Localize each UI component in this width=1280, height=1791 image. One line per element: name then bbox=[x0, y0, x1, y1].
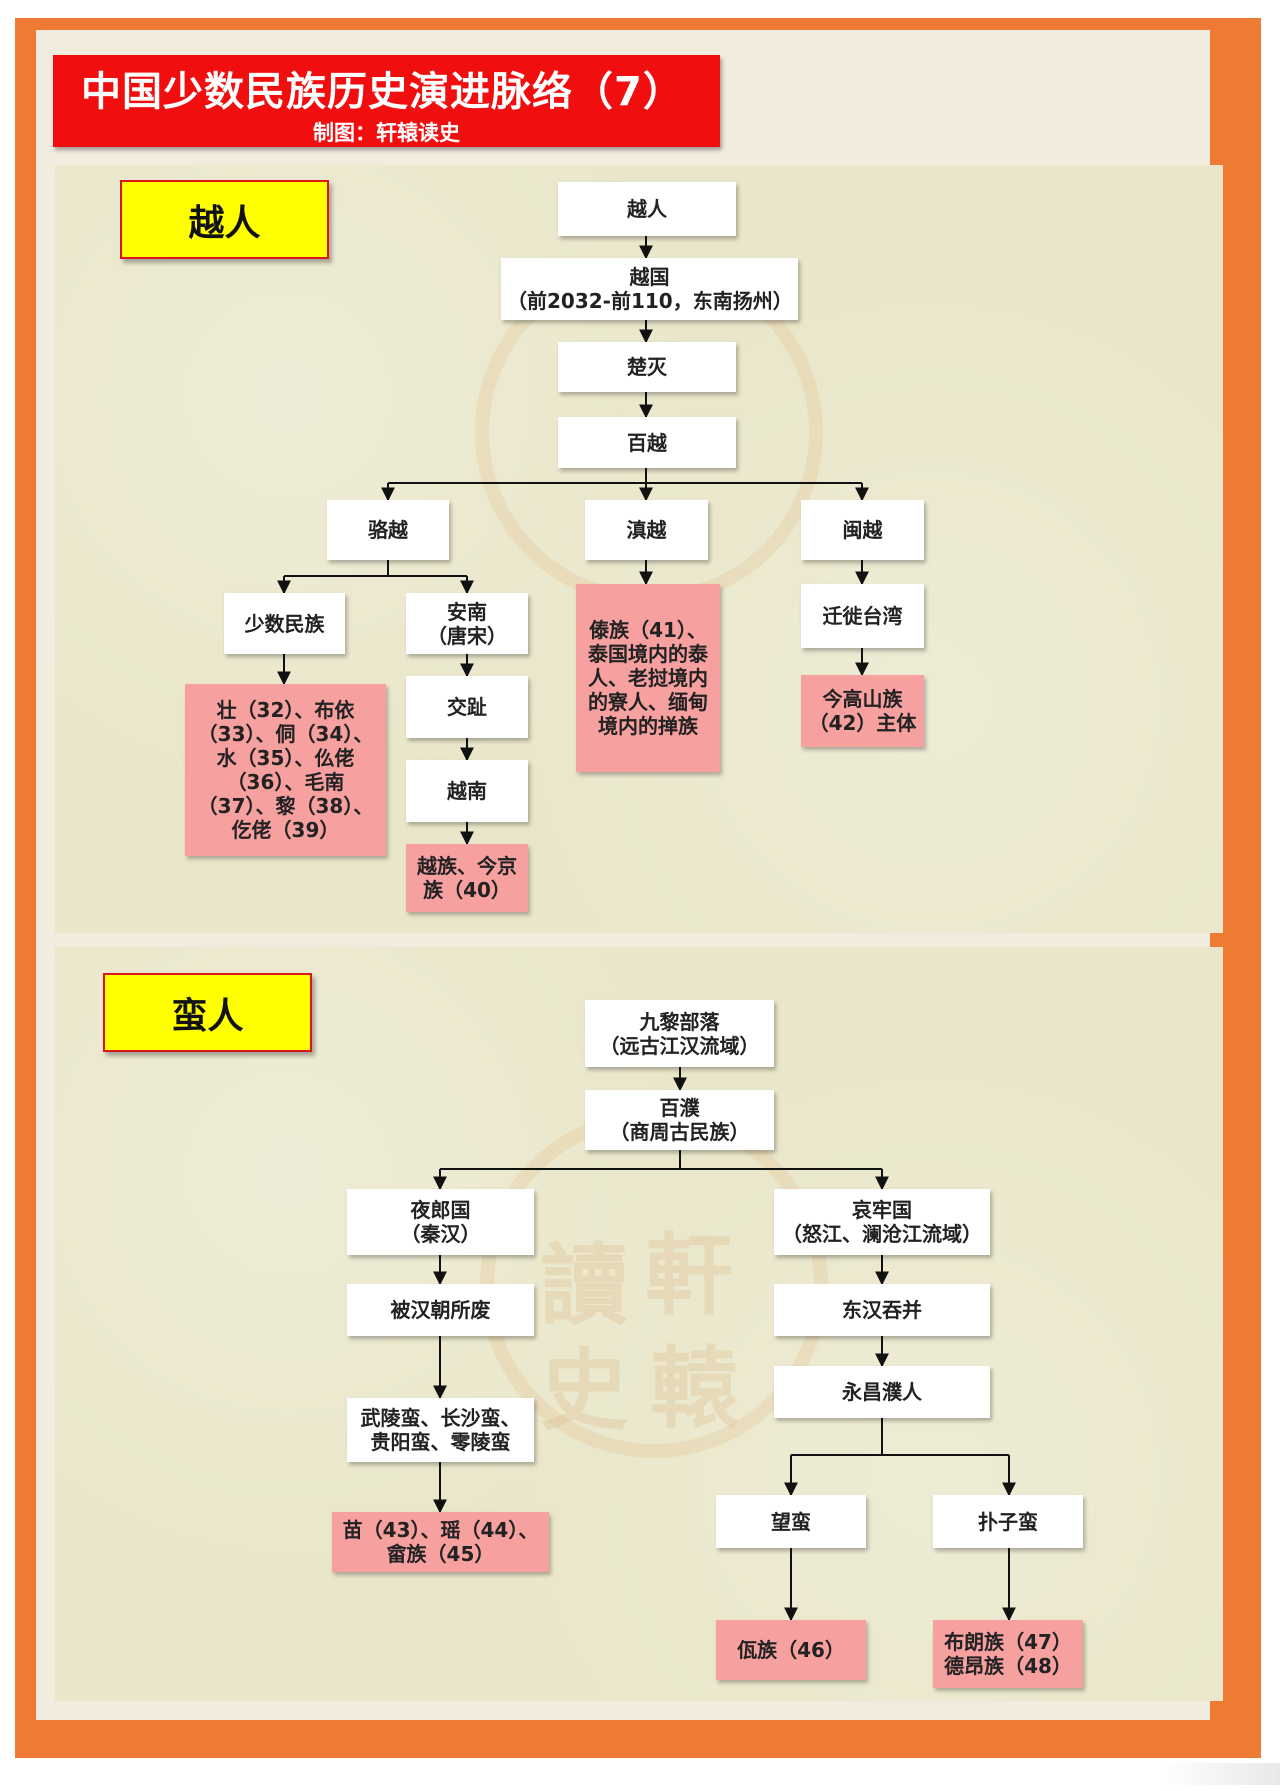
node-wangman: 望蛮 bbox=[716, 1495, 866, 1548]
node-minyue: 闽越 bbox=[801, 500, 924, 560]
man-section-panel bbox=[55, 947, 1223, 1701]
section-label-yue: 越人 bbox=[120, 180, 329, 259]
watermark-char: 讀 bbox=[540, 1233, 629, 1337]
node-baipu: 百濮 （商周古民族） bbox=[585, 1090, 774, 1150]
node-chu-conquest: 楚灭 bbox=[558, 342, 736, 392]
node-minority: 少数民族 bbox=[224, 593, 345, 654]
node-yue-people: 越人 bbox=[558, 182, 736, 236]
corner-fade bbox=[1160, 1763, 1280, 1785]
node-dianyue: 滇越 bbox=[585, 500, 708, 560]
node-abolished: 被汉朝所废 bbox=[347, 1284, 534, 1336]
watermark-char: 轅 bbox=[650, 1336, 739, 1440]
node-baiyue: 百越 bbox=[558, 417, 736, 468]
leaf-miao-group: 苗（43）、瑶（44）、 畲族（45） bbox=[332, 1512, 549, 1572]
node-annexed: 东汉吞并 bbox=[774, 1284, 990, 1336]
section-label-man: 蛮人 bbox=[103, 973, 312, 1052]
node-yue-kingdom: 越国 （前2032-前110，东南扬州） bbox=[501, 258, 798, 320]
node-migrate-taiwan: 迁徙台湾 bbox=[801, 584, 924, 648]
node-annan: 安南 （唐宋） bbox=[406, 593, 528, 654]
page-credit: 制图：轩辕读史 bbox=[313, 121, 460, 145]
node-luoyue: 骆越 bbox=[327, 500, 449, 560]
watermark-char: 軒 bbox=[645, 1223, 734, 1327]
page-title: 中国少数民族历史演进脉络（7） bbox=[81, 69, 684, 115]
leaf-bulang-deang: 布朗族（47） 德昂族（48） bbox=[933, 1620, 1083, 1688]
title-banner: 中国少数民族历史演进脉络（7） 制图：轩辕读史 bbox=[53, 55, 720, 147]
node-wuling-group: 武陵蛮、长沙蛮、 贵阳蛮、零陵蛮 bbox=[347, 1398, 534, 1462]
leaf-wa: 佤族（46） bbox=[716, 1620, 866, 1680]
leaf-gaoshan: 今高山族 （42）主体 bbox=[801, 675, 924, 747]
leaf-zhuang-group: 壮（32）、布依 （33）、侗（34）、 水（35）、仫佬 （36）、毛南 （3… bbox=[185, 684, 386, 856]
watermark-char: 史 bbox=[540, 1338, 629, 1442]
node-vietnam: 越南 bbox=[406, 760, 528, 822]
node-yelang: 夜郎国 （秦汉） bbox=[347, 1189, 534, 1255]
node-jiaozhi: 交趾 bbox=[406, 676, 528, 738]
node-jiuli: 九黎部落 （远古江汉流域） bbox=[585, 1000, 774, 1067]
leaf-dai-group: 傣族（41）、 泰国境内的泰 人、老挝境内 的寮人、缅甸 境内的掸族 bbox=[576, 584, 720, 772]
node-yongchang: 永昌濮人 bbox=[774, 1366, 990, 1418]
leaf-jing: 越族、今京 族（40） bbox=[406, 844, 528, 912]
node-ailao: 哀牢国 （怒江、澜沧江流域） bbox=[774, 1189, 990, 1255]
node-puziman: 扑子蛮 bbox=[933, 1495, 1083, 1548]
